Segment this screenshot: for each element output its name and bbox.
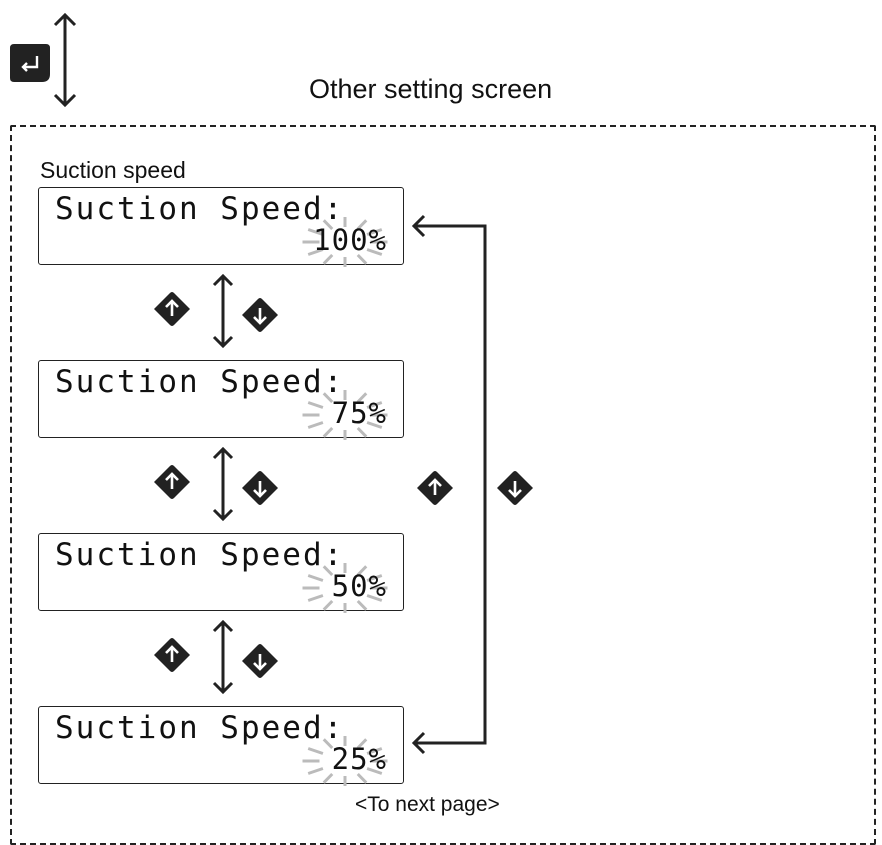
down-key-icon bbox=[495, 469, 535, 507]
lcd-screen-75: Suction Speed: 75% bbox=[38, 360, 404, 440]
blink-rays bbox=[302, 217, 388, 267]
lcd-screen-50: Suction Speed: 50% bbox=[38, 533, 404, 613]
blink-ray bbox=[322, 219, 334, 231]
lcd-line1: Suction Speed: bbox=[55, 537, 345, 573]
up-key-icon bbox=[152, 636, 192, 674]
up-key-icon bbox=[152, 463, 192, 501]
blink-rays bbox=[302, 736, 388, 786]
blinking-value: 75% bbox=[283, 390, 393, 440]
lcd-screen-25: Suction Speed: 25% bbox=[38, 706, 404, 786]
vertical-double-arrow bbox=[212, 274, 234, 348]
blink-ray bbox=[307, 421, 324, 429]
blink-ray bbox=[356, 426, 368, 438]
down-key-icon bbox=[240, 296, 280, 334]
blink-ray bbox=[322, 599, 334, 611]
vertical-double-arrow bbox=[212, 447, 234, 521]
down-key-icon bbox=[240, 642, 280, 680]
blinking-value: 25% bbox=[283, 736, 393, 786]
lcd-screen-100: Suction Speed: 100% bbox=[38, 187, 404, 267]
blink-ray bbox=[307, 594, 324, 602]
vertical-double-arrow bbox=[212, 620, 234, 694]
blinking-value: 100% bbox=[283, 217, 393, 267]
lcd-value: 75% bbox=[331, 396, 387, 430]
blink-ray bbox=[322, 392, 334, 404]
blink-ray bbox=[356, 599, 368, 611]
down-key-icon bbox=[240, 469, 280, 507]
vertical-double-arrow bbox=[53, 12, 77, 113]
blink-ray bbox=[366, 401, 383, 409]
blink-ray bbox=[366, 248, 383, 256]
blink-ray bbox=[307, 401, 324, 409]
blink-ray bbox=[356, 219, 368, 231]
blink-ray bbox=[307, 248, 324, 256]
blink-rays bbox=[302, 390, 388, 440]
blink-ray bbox=[322, 738, 334, 750]
blink-ray bbox=[356, 772, 368, 784]
up-key-icon bbox=[415, 469, 455, 507]
loop-arrow bbox=[411, 214, 487, 755]
enter-key-icon bbox=[10, 44, 50, 82]
blink-ray bbox=[307, 574, 324, 582]
next-page-label: <To next page> bbox=[355, 793, 500, 816]
blink-ray bbox=[366, 594, 383, 602]
blink-ray bbox=[366, 574, 383, 582]
lcd-value: 100% bbox=[313, 223, 387, 257]
lcd-line1: Suction Speed: bbox=[55, 191, 345, 227]
blink-ray bbox=[356, 738, 368, 750]
diagram-overlay bbox=[152, 214, 535, 755]
blink-ray bbox=[356, 253, 368, 265]
blink-ray bbox=[307, 767, 324, 775]
up-key-icon bbox=[152, 290, 192, 328]
lcd-value: 50% bbox=[331, 569, 387, 603]
blink-ray bbox=[366, 421, 383, 429]
blink-ray bbox=[322, 565, 334, 577]
blink-ray bbox=[307, 747, 324, 755]
page-title: Other setting screen bbox=[309, 74, 553, 104]
blink-ray bbox=[366, 747, 383, 755]
blinking-value: 50% bbox=[283, 563, 393, 613]
blink-ray bbox=[307, 228, 324, 236]
blink-ray bbox=[322, 253, 334, 265]
blink-rays bbox=[302, 563, 388, 613]
blink-ray bbox=[322, 426, 334, 438]
blink-ray bbox=[356, 565, 368, 577]
blink-ray bbox=[366, 767, 383, 775]
blink-ray bbox=[356, 392, 368, 404]
lcd-value: 25% bbox=[331, 742, 387, 776]
blink-ray bbox=[366, 228, 383, 236]
blink-ray bbox=[322, 772, 334, 784]
lcd-line1: Suction Speed: bbox=[55, 364, 345, 400]
lcd-line1: Suction Speed: bbox=[55, 710, 345, 746]
section-label: Suction speed bbox=[40, 157, 186, 183]
